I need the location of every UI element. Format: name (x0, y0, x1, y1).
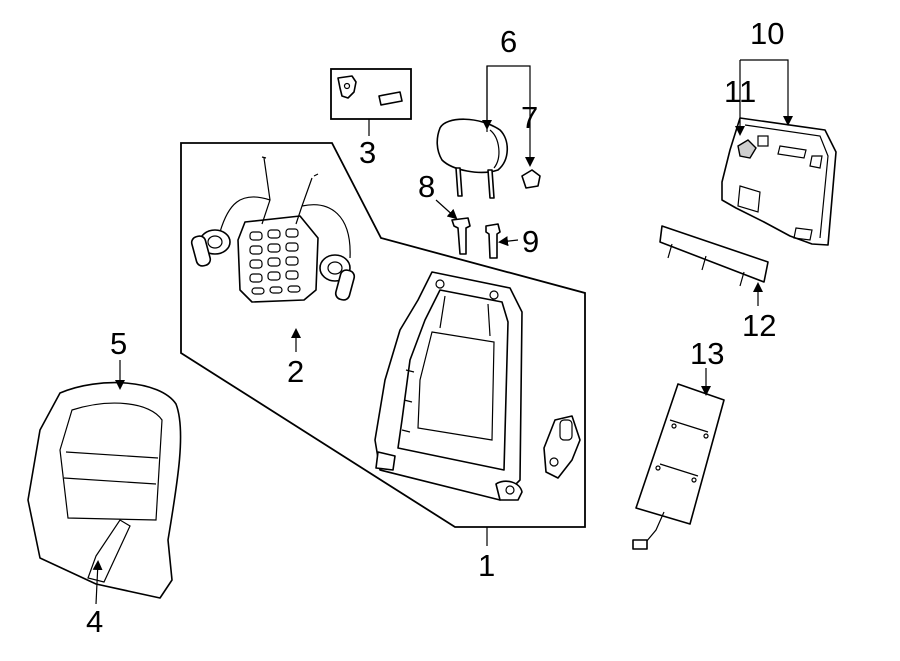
callout-3: 3 (359, 135, 376, 170)
callout-10: 10 (750, 16, 784, 51)
callout-6: 6 (500, 24, 517, 59)
part-8-headrest-guide (451, 217, 471, 255)
callout-1: 1 (478, 548, 495, 583)
part-4-mesh-insert (87, 519, 131, 583)
part-7-cap (521, 169, 541, 189)
part-3-kit (330, 68, 412, 120)
callout-2: 2 (287, 354, 304, 389)
part-9-headrest-guide (485, 223, 501, 259)
callout-11: 11 (724, 74, 756, 109)
callout-13: 13 (690, 336, 724, 371)
leader-lines (92, 59, 793, 605)
part-13-heater-element (632, 383, 725, 550)
part-1-seat-back-frame (374, 271, 523, 501)
part-5-seat-back-cover (27, 381, 182, 599)
callout-4: 4 (86, 604, 103, 639)
part-2-lumbar-support (190, 156, 356, 303)
assembly-group-outline (180, 142, 586, 528)
callout-5: 5 (110, 326, 127, 361)
callout-7: 7 (521, 100, 538, 135)
part-12-trim-strip (659, 225, 769, 287)
callout-8: 8 (418, 169, 435, 204)
part-6-headrest (436, 118, 509, 199)
part-11-clip (737, 139, 757, 159)
callout-12: 12 (742, 308, 776, 343)
recliner-motor (543, 415, 581, 479)
part-10-seat-back-panel (721, 117, 837, 246)
callout-9: 9 (522, 224, 539, 259)
